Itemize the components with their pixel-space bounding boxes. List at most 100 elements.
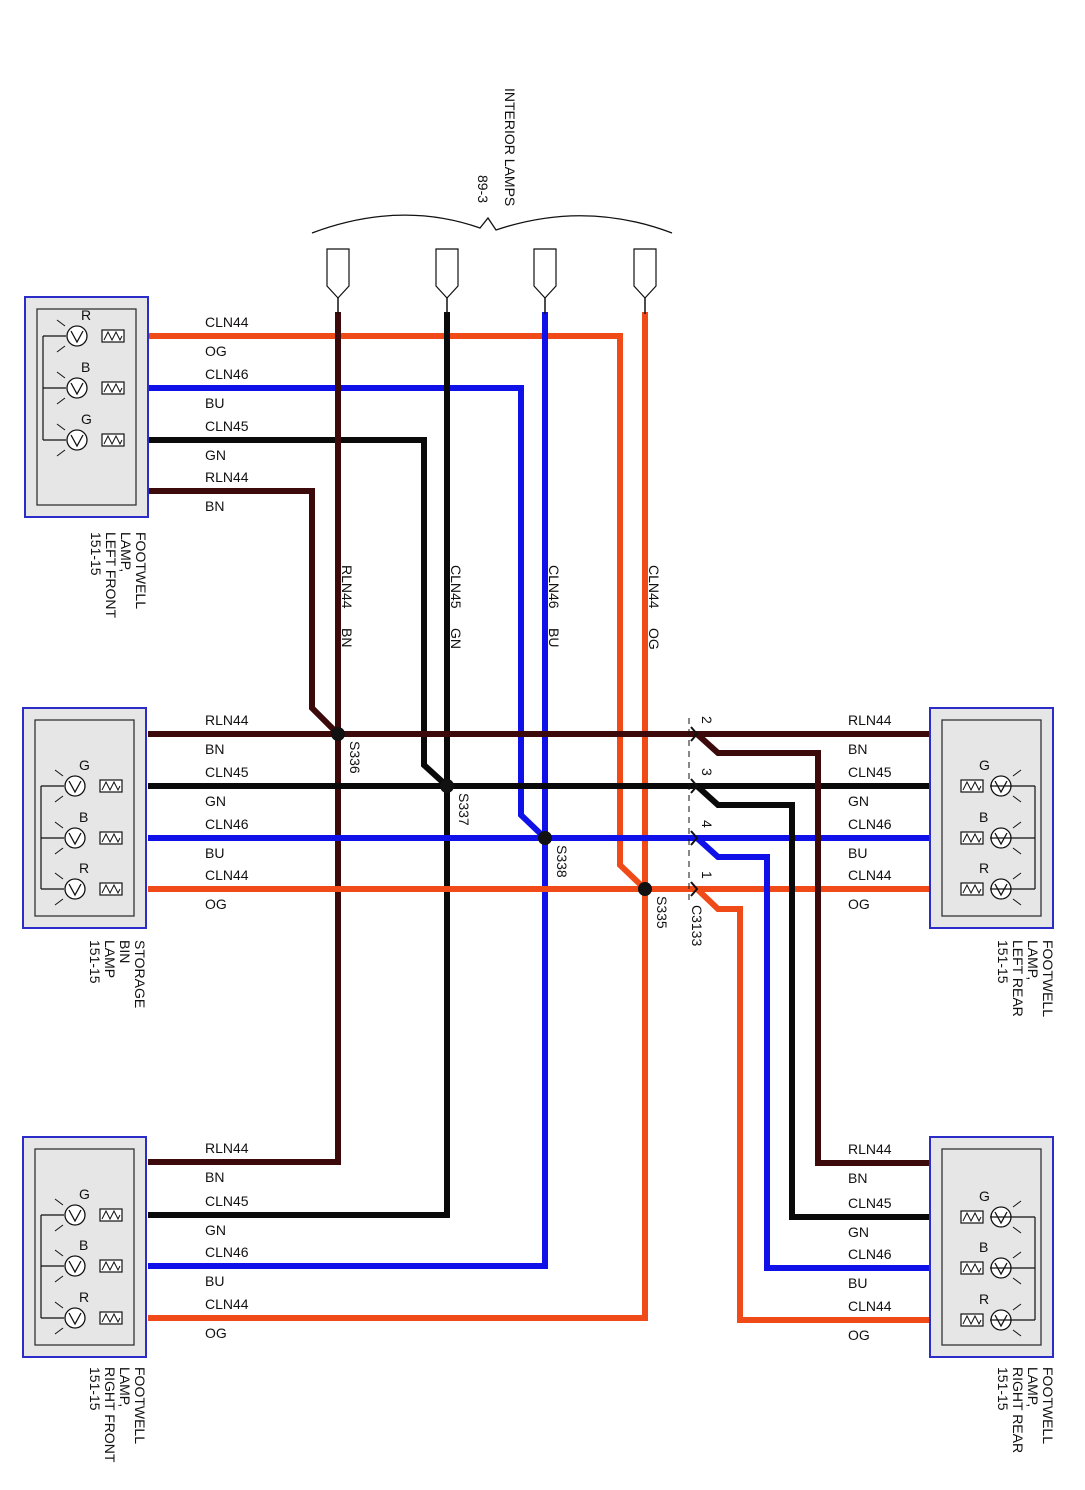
wire-color-label: BN: [205, 498, 224, 514]
lamp-icon: [56, 319, 125, 353]
wire-cln44-left-front: [148, 333, 648, 892]
light-ray: [1012, 769, 1022, 777]
resistor-zigzag: [103, 382, 123, 394]
component-name-line: FOOTWELL: [1040, 1367, 1056, 1444]
connector-pin-number: 3: [699, 768, 715, 776]
light-ray: [1012, 898, 1022, 906]
wire-circuit-label: RLN44: [205, 469, 249, 485]
light-ray: [56, 423, 66, 431]
bulb-icon: [66, 377, 88, 399]
light-ray: [1012, 1226, 1022, 1234]
resistor-icon: [99, 882, 123, 896]
wire-color-label: BU: [205, 845, 224, 861]
resistor-zigzag: [101, 1260, 121, 1272]
interior-lamps-pin-tab: [326, 248, 350, 299]
resistor-icon: [101, 329, 125, 343]
light-ray: [56, 449, 66, 457]
wire-cln45-left-front: [148, 437, 450, 789]
component-inner-frame: [941, 1148, 1042, 1346]
resistor-icon: [960, 1313, 984, 1327]
wire-circuit-label: RLN44: [848, 1141, 892, 1157]
splice-layer: [311, 214, 699, 905]
lamp-icon: [56, 371, 125, 405]
light-ray: [54, 795, 64, 803]
lamp-icon: [54, 872, 123, 906]
interior-lamps-pin-tab: [533, 248, 557, 299]
light-ray: [54, 1275, 64, 1283]
resistor-icon: [960, 831, 984, 845]
lamp-icon: [54, 1301, 123, 1335]
resistor-zigzag: [101, 1312, 121, 1324]
resistor-zigzag: [101, 1209, 121, 1221]
resistor-zigzag: [101, 780, 121, 792]
resistor-zigzag: [103, 434, 123, 446]
lamp-letter: B: [979, 1239, 988, 1255]
wire-circuit-label: CLN44: [848, 867, 892, 883]
component-name-line: STORAGE: [132, 940, 148, 1008]
lamp-letter: R: [979, 1291, 989, 1307]
trunk-color-label: BU: [546, 628, 562, 647]
lamp-letter: G: [979, 757, 990, 773]
resistor-icon: [99, 1259, 123, 1273]
light-ray: [1012, 1329, 1022, 1337]
bulb-icon: [64, 775, 86, 797]
light-ray: [1012, 1200, 1022, 1208]
light-ray: [1012, 847, 1022, 855]
light-ray: [1012, 1277, 1022, 1285]
lamp-letter: G: [79, 1186, 90, 1202]
lamp-letter: B: [81, 359, 90, 375]
wire-color-label: GN: [205, 1222, 226, 1238]
light-ray: [54, 1301, 64, 1309]
connector-label: C3133: [689, 905, 705, 946]
light-ray: [56, 345, 66, 353]
splice-label: S337: [456, 793, 472, 826]
bulb-icon: [64, 878, 86, 900]
wire-color-label: BU: [848, 1275, 867, 1291]
connector-pin-number: 4: [699, 820, 715, 828]
wire-circuit-label: RLN44: [848, 712, 892, 728]
wire-circuit-label: CLN45: [205, 1193, 249, 1209]
component-inner-frame: [941, 719, 1042, 917]
light-ray: [54, 1224, 64, 1232]
light-ray: [54, 872, 64, 880]
resistor-icon: [960, 779, 984, 793]
lamp-letter: B: [79, 1237, 88, 1253]
wire-circuit-label: CLN44: [205, 867, 249, 883]
resistor-zigzag: [962, 1314, 982, 1326]
wire-cln46-trunk: [148, 312, 548, 1269]
interior-lamps-ref: 89-3: [475, 175, 491, 203]
bulb-filament: [70, 330, 84, 344]
component-name-line: 151-15: [87, 1367, 103, 1411]
wire-color-label: BN: [848, 741, 867, 757]
lamp-letter: R: [81, 307, 91, 323]
bulb-icon: [64, 1255, 86, 1277]
splice-dot: [638, 882, 652, 896]
wire-rln44-left-front: [148, 488, 341, 737]
resistor-zigzag: [103, 330, 123, 342]
resistor-zigzag: [101, 883, 121, 895]
bulb-filament: [68, 1209, 82, 1223]
resistor-zigzag: [962, 1262, 982, 1274]
light-ray: [1012, 1251, 1022, 1259]
component-name-line: 151-15: [88, 532, 104, 576]
lamp-letter: R: [79, 1289, 89, 1305]
trunk-color-label: OG: [646, 628, 662, 650]
splice-dot: [440, 779, 454, 793]
wire-rln44-trunk: [148, 312, 341, 1165]
component-name-line: RIGHT REAR: [1010, 1367, 1026, 1453]
wire-color-label: GN: [205, 793, 226, 809]
component-name-line: 151-15: [87, 940, 103, 984]
component-left-rear: GBR: [929, 707, 1054, 929]
lamp-icon: [54, 769, 123, 803]
resistor-zigzag: [962, 1211, 982, 1223]
lamp-icon: [54, 1249, 123, 1283]
wire-circuit-label: CLN46: [848, 816, 892, 832]
component-name-line: BIN: [117, 940, 133, 963]
trunk-circuit-label: CLN44: [646, 565, 662, 609]
bulb-filament: [68, 883, 82, 897]
lamp-letter: R: [79, 860, 89, 876]
splice-dot: [331, 727, 345, 741]
component-right-rear: GBR: [929, 1136, 1054, 1358]
splice-label: S335: [654, 896, 670, 929]
